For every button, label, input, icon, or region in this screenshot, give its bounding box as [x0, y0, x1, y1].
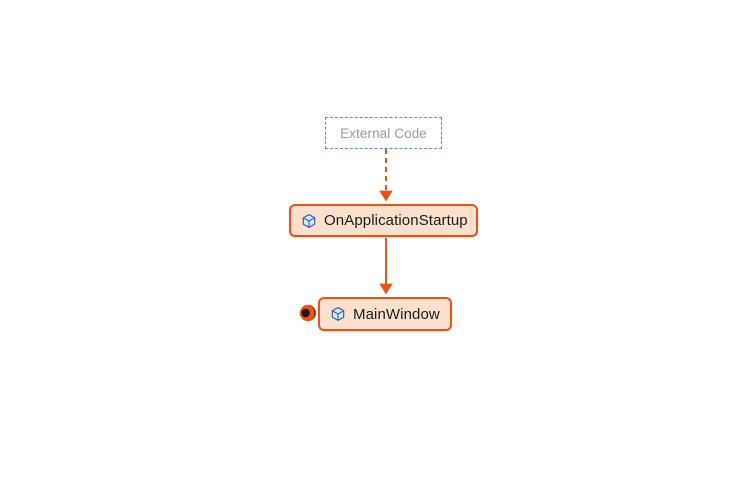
cube-icon — [331, 307, 345, 321]
node-external-code[interactable]: External Code — [325, 117, 442, 149]
node-on-application-startup-label: OnApplicationStartup — [324, 212, 468, 229]
node-main-window-label: MainWindow — [353, 305, 440, 323]
node-on-application-startup[interactable]: OnApplicationStartup — [289, 204, 478, 237]
node-main-window[interactable]: MainWindow — [318, 297, 452, 331]
entry-point-marker-icon[interactable] — [299, 304, 317, 322]
cube-icon — [302, 213, 316, 228]
node-external-code-label: External Code — [340, 125, 427, 141]
